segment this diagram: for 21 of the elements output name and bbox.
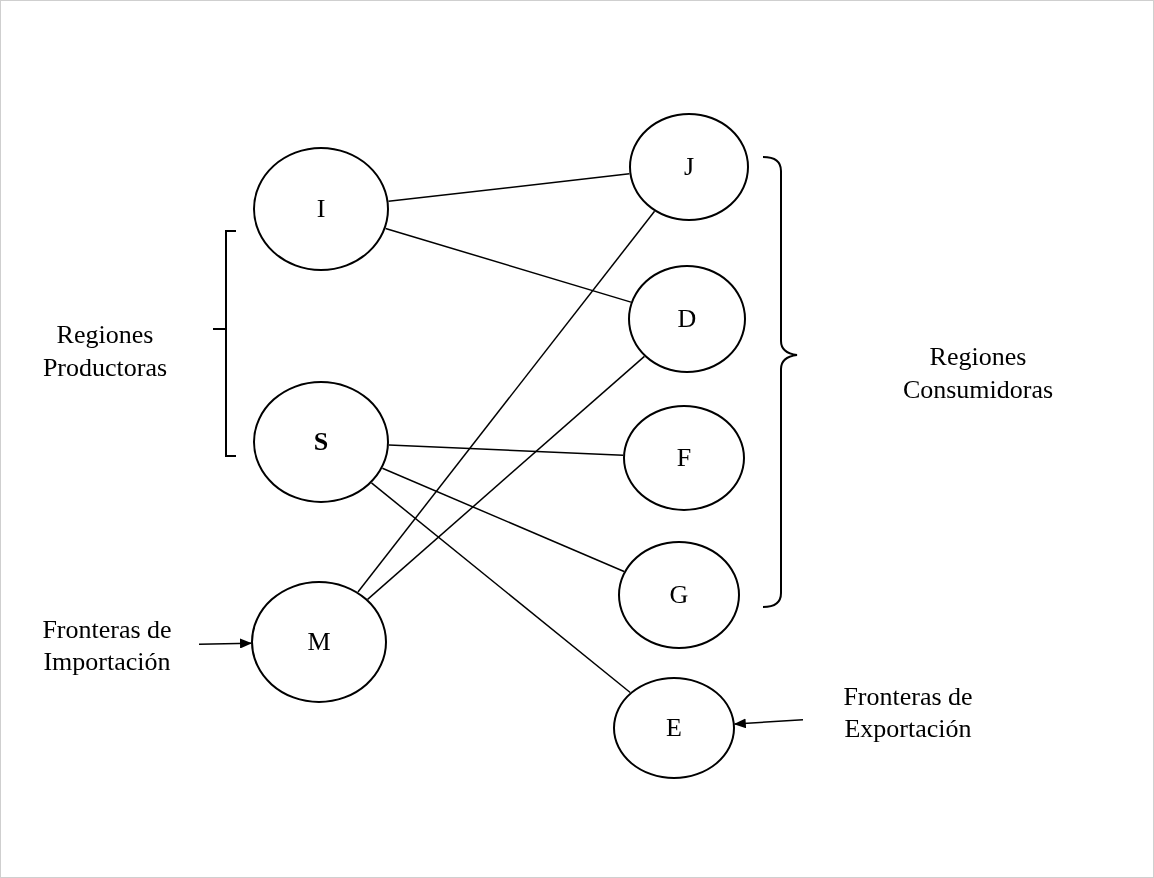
connector-line xyxy=(387,173,631,203)
group-label: Regiones Consumidoras xyxy=(901,341,1055,406)
node-label: D xyxy=(677,304,697,334)
connector-line xyxy=(388,444,624,457)
connector-line xyxy=(381,467,625,573)
group-label: Regiones Productoras xyxy=(41,319,169,384)
node-label: S xyxy=(313,427,329,457)
node-label: I xyxy=(316,194,326,224)
connector-line xyxy=(357,210,656,593)
text-label: Fronteras de Importación xyxy=(15,615,199,677)
node-label: M xyxy=(307,627,331,657)
node-label: F xyxy=(676,443,692,473)
connector-line xyxy=(370,482,631,694)
node-label: G xyxy=(669,580,689,610)
arrow xyxy=(198,638,252,649)
connector-line xyxy=(366,355,646,601)
connector-line xyxy=(384,227,632,303)
text-label: Fronteras de Exportación xyxy=(803,682,1013,744)
node-label: E xyxy=(666,713,682,743)
arrow xyxy=(733,718,804,729)
node-label: J xyxy=(683,152,695,182)
